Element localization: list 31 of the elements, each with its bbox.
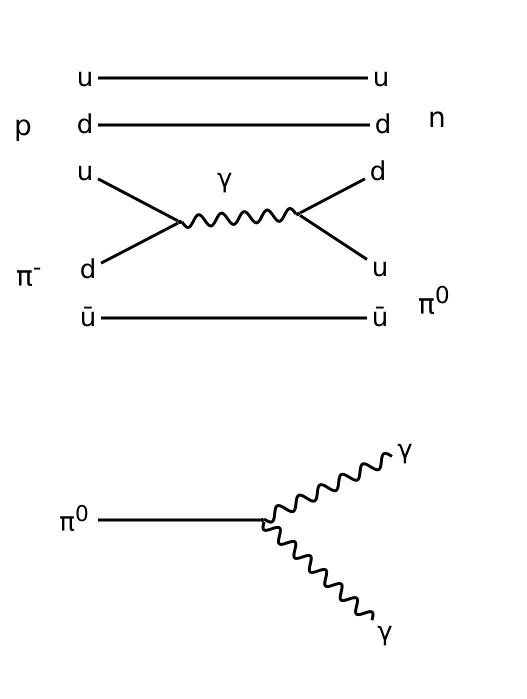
line (299, 214, 368, 261)
line (98, 518, 260, 522)
particle-label: u (367, 253, 393, 283)
particle-label: u (72, 63, 98, 93)
particle-label: γ (392, 435, 418, 465)
vertex-dot (260, 518, 264, 522)
wavy-line (263, 452, 393, 524)
particle-label: u (368, 63, 394, 93)
vertex-dot (296, 212, 300, 216)
vertex-dot (178, 220, 182, 224)
particle-label: π$^{0}$ (50, 505, 98, 535)
line (97, 178, 179, 222)
particle-label: d (75, 255, 101, 285)
line (98, 124, 370, 126)
particle-label: u (72, 157, 98, 187)
particle-label: ū (75, 303, 101, 333)
wavy-line (262, 522, 374, 622)
line (101, 316, 367, 320)
particle-label: d (72, 110, 98, 140)
particle-name: π$^{-}$ (16, 256, 42, 290)
particle-name: π$^{0}$ (418, 284, 450, 318)
line (100, 222, 179, 265)
wavy-line (180, 207, 298, 229)
particle-label: d (365, 157, 391, 187)
particle-label: ū (367, 303, 393, 333)
particle-label: γ (372, 617, 398, 647)
particle-name: n (428, 104, 446, 132)
particle-name: p (14, 112, 32, 140)
particle-label: d (370, 110, 396, 140)
line (98, 76, 368, 80)
line (299, 178, 366, 214)
